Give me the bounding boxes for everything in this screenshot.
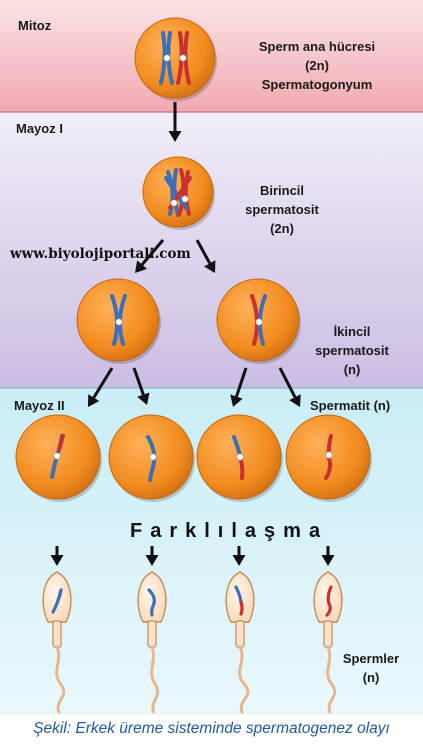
label-ikincil-ploidy: (n) [343,362,361,377]
label-spermler: Spermler (n) [326,649,416,687]
arrow-primary-to-secondary-right [195,239,216,273]
label-secondary-spermatocyte: İkincil spermatosit (n) [296,322,408,379]
label-spermler-ploidy: (n) [362,670,380,685]
arrow-differentiation-4 [321,546,335,566]
panel-label-mayoz1: Mayoz I [16,121,63,136]
label-sperm-ana: Sperm ana hücresi [258,39,376,54]
cell-primary-spermatocyte [142,156,215,230]
label-spermatogonium: Sperm ana hücresi (2n) Spermatogonyum [232,37,402,94]
cell-spermatid-4 [285,414,372,502]
diagram-canvas [0,0,423,715]
sperm-1 [42,571,72,714]
mayoz1-band [0,113,423,388]
sperm-2 [137,571,167,714]
sperm-3 [225,571,255,714]
arrow-differentiation-3 [232,546,246,566]
label-spermler-name: Spermler [342,651,400,666]
arrow-primary-to-secondary-left [135,239,165,273]
arrow-secondary-right-to-spermatid-4 [278,367,301,407]
label-ikincil-spermatosit: spermatosit [315,343,389,358]
sperms [42,571,343,714]
cell-secondary-spermatocyte-right [216,278,301,364]
arrow-differentiation-2 [145,546,159,566]
watermark: www.biyolojiportali.com [10,246,191,262]
label-spermatogonyum: Spermatogonyum [261,77,373,92]
label-farklilasma: Farklılaşma [130,520,329,542]
label-sperm-ana-ploidy: (2n) [305,58,329,73]
label-birincil: Birincil [259,183,305,198]
cell-spermatid-3 [196,414,283,502]
arrow-differentiation-1 [50,546,64,566]
sperm-4 [313,571,343,714]
cell-spermatid-2 [108,414,195,502]
label-birincil-ploidy: (2n) [270,221,294,236]
label-birincil-spermatosit: spermatosit [245,202,319,217]
panel-label-mitoz: Mitoz [18,18,52,33]
panel-label-mayoz2: Mayoz II [14,398,65,413]
label-ikincil: İkincil [333,324,371,339]
cell-spermatogonium [134,17,217,101]
arrow-mitoz-to-primary [168,102,182,142]
arrow-secondary-left-to-spermatid-2 [132,367,150,405]
label-primary-spermatocyte: Birincil spermatosit (2n) [222,181,342,238]
cells [15,17,372,502]
label-spermatit: Spermatit (n) [310,398,391,413]
cell-secondary-spermatocyte-left [76,278,161,364]
cell-spermatid-1 [15,414,102,502]
arrows [50,102,335,566]
arrow-secondary-right-to-spermatid-3 [230,367,248,407]
arrow-secondary-left-to-spermatid-1 [88,367,114,407]
figure-caption: Şekil: Erkek üreme sisteminde spermatoge… [33,720,390,737]
